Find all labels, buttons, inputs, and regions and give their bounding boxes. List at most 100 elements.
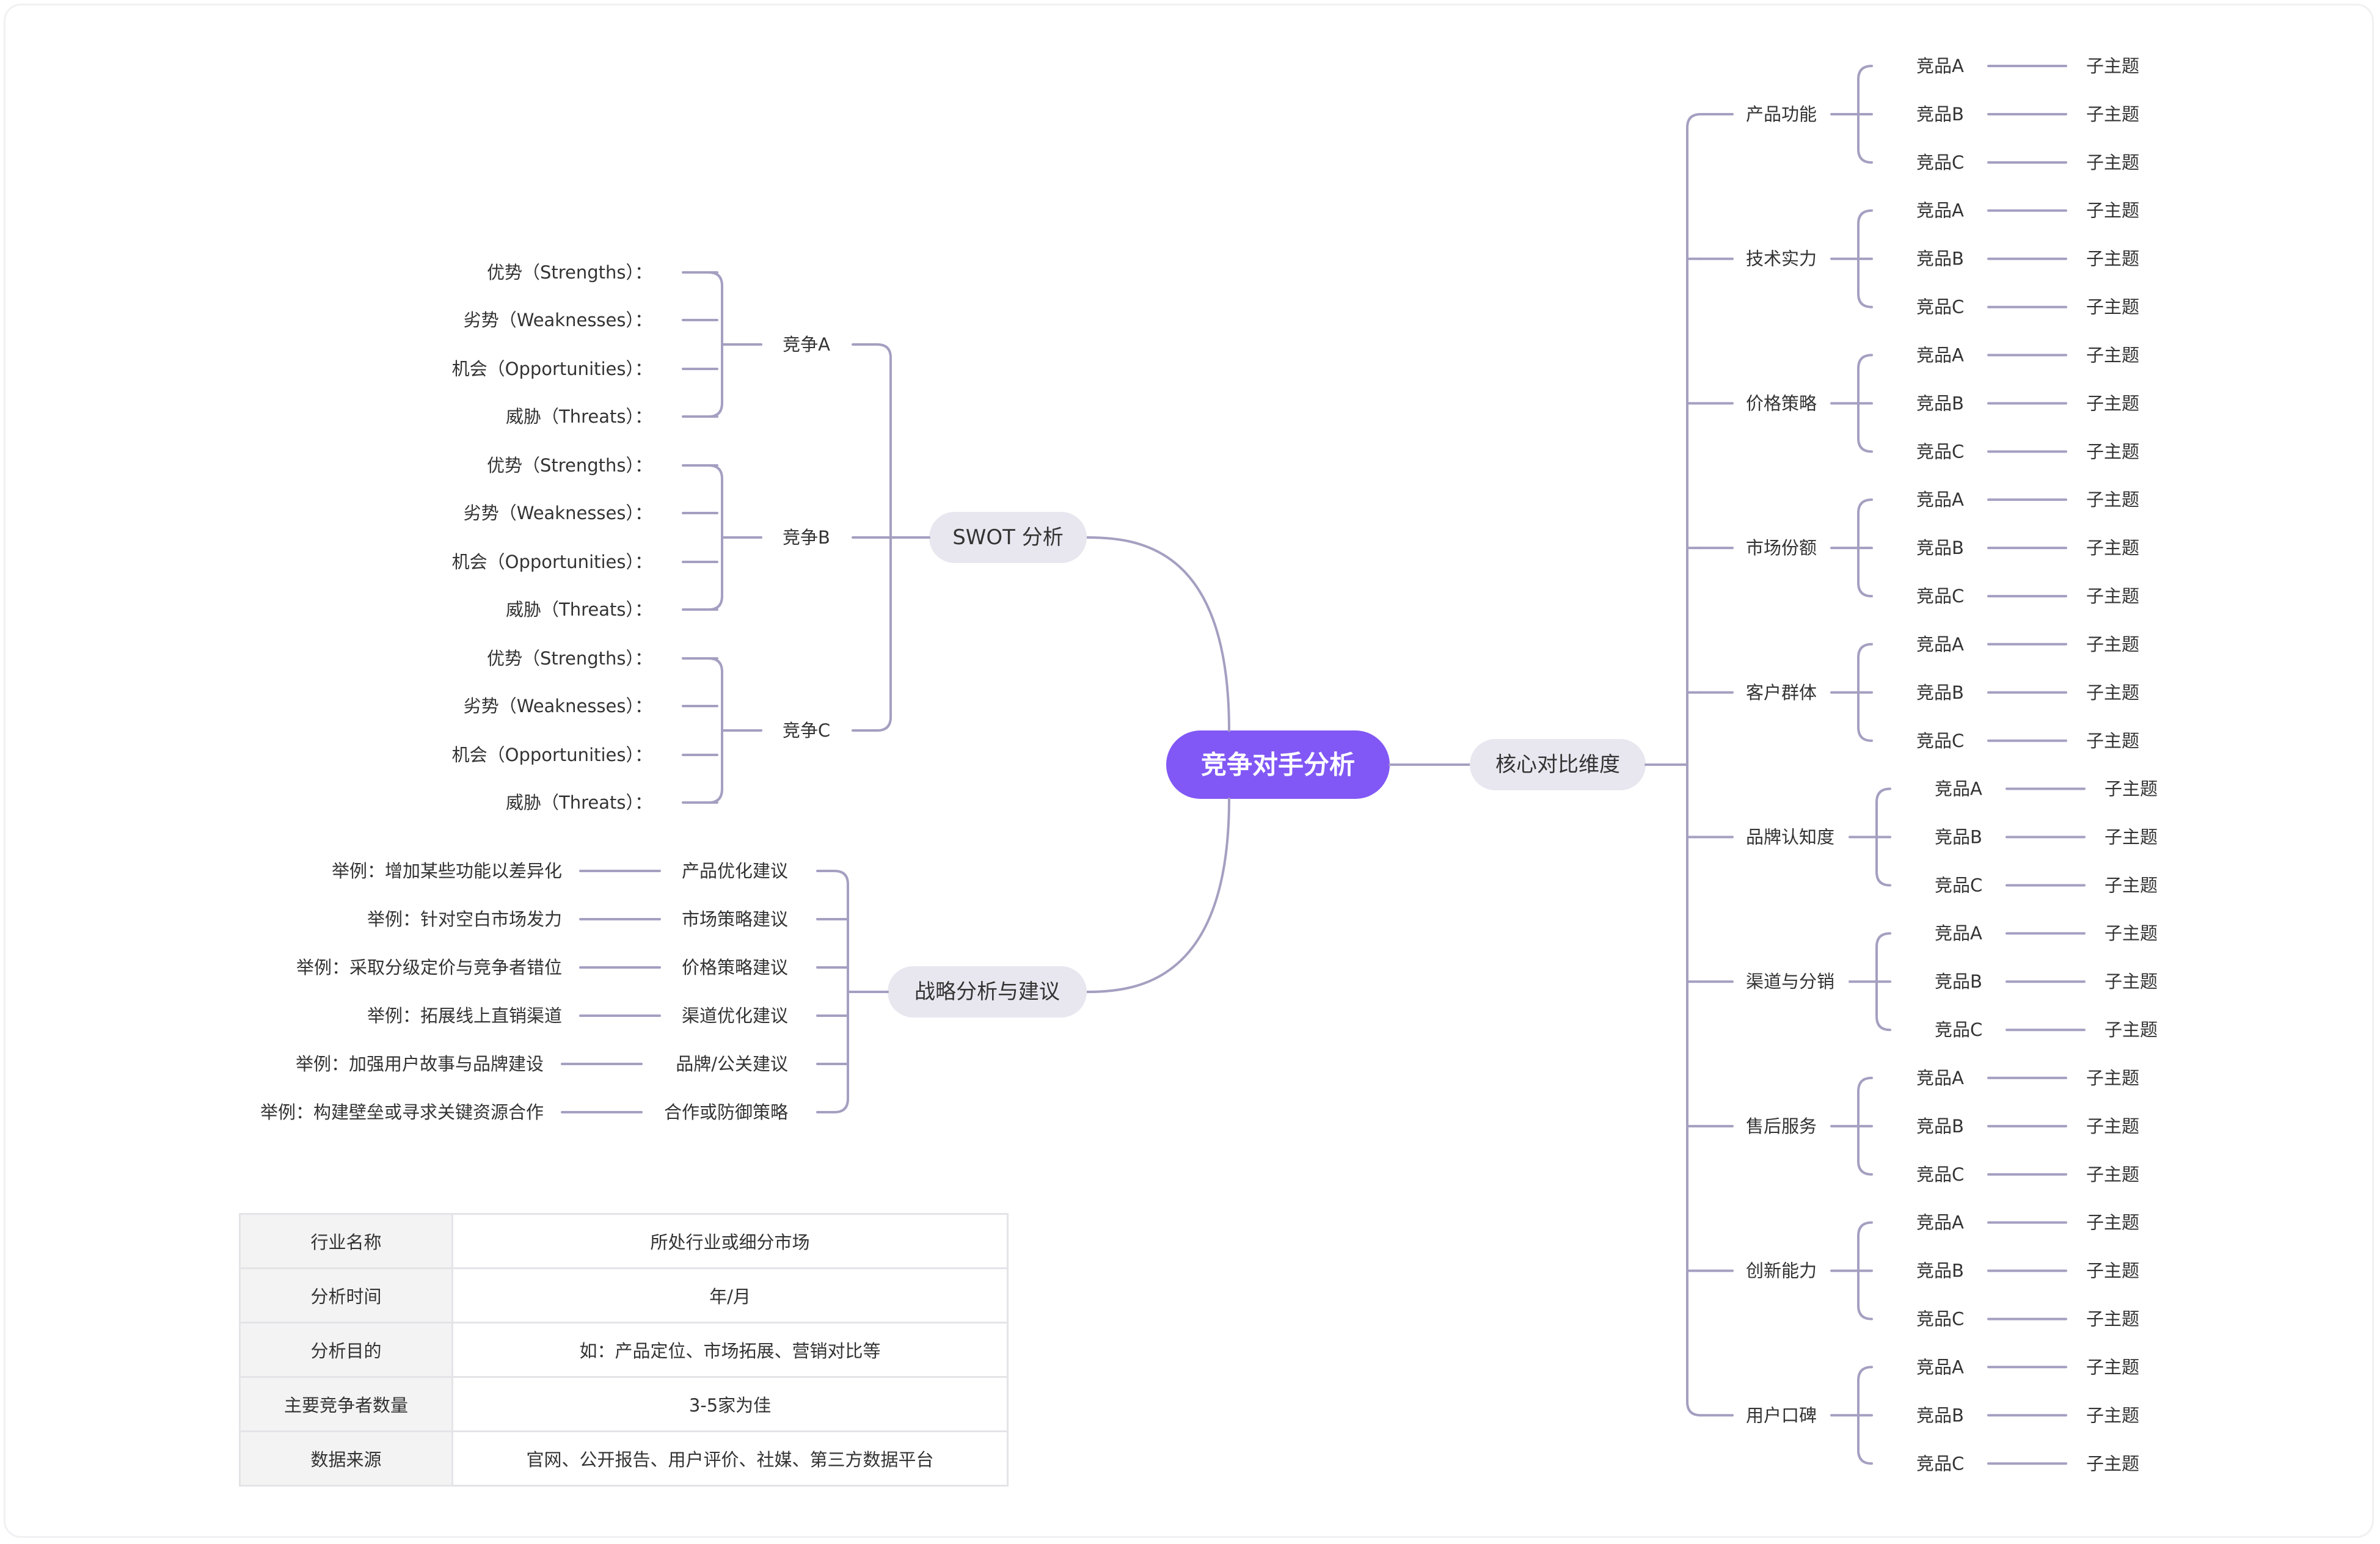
core-dimensions-topic[interactable]: 核心对比维度 [1495,752,1620,777]
swot-item[interactable]: 优势（Strengths）： [487,262,652,283]
strategy-example[interactable]: 举例：拓展线上直销渠道 [367,1005,562,1026]
product-node[interactable]: 竞品A [1916,56,1964,76]
product-node[interactable]: 竞品B [1916,1405,1964,1426]
subtopic-node[interactable]: 子主题 [2104,779,2158,799]
dimension-8[interactable]: 创新能力 [1746,1261,1817,1281]
strategy-example[interactable]: 举例：构建壁垒或寻求关键资源合作 [260,1102,544,1123]
subtopic-node[interactable]: 子主题 [2086,200,2139,221]
product-node[interactable]: 竞品B [1916,537,1964,558]
product-node[interactable]: 竞品C [1935,875,1982,896]
product-node[interactable]: 竞品B [1916,1116,1964,1137]
product-node[interactable]: 竞品C [1916,1453,1964,1474]
competitor-1[interactable]: 竞争B [783,527,830,548]
competitor-2[interactable]: 竞争C [783,720,830,741]
subtopic-node[interactable]: 子主题 [2086,537,2139,558]
swot-item[interactable]: 机会（Opportunities）： [452,359,652,379]
product-node[interactable]: 竞品A [1935,779,1982,799]
product-node[interactable]: 竞品B [1916,1261,1964,1281]
dimension-6[interactable]: 渠道与分销 [1746,971,1834,992]
subtopic-node[interactable]: 子主题 [2104,827,2158,848]
strategy-item-0[interactable]: 产品优化建议 [682,861,788,881]
subtopic-node[interactable]: 子主题 [2086,249,2139,269]
subtopic-node[interactable]: 子主题 [2086,297,2139,318]
product-node[interactable]: 竞品A [1916,344,1964,365]
subtopic-node[interactable]: 子主题 [2086,441,2139,462]
subtopic-node[interactable]: 子主题 [2086,1356,2139,1377]
strategy-example[interactable]: 举例：采取分级定价与竞争者错位 [296,957,562,978]
competitor-0[interactable]: 竞争A [783,334,830,355]
product-node[interactable]: 竞品A [1916,1212,1964,1233]
subtopic-node[interactable]: 子主题 [2086,393,2139,413]
subtopic-node[interactable]: 子主题 [2086,152,2139,173]
swot-item[interactable]: 优势（Strengths）： [487,648,652,669]
subtopic-node[interactable]: 子主题 [2086,1405,2139,1426]
dimension-3[interactable]: 市场份额 [1746,537,1817,558]
subtopic-node[interactable]: 子主题 [2104,971,2158,992]
info-table-value[interactable]: 所处行业或细分市场 [451,1213,1009,1269]
subtopic-node[interactable]: 子主题 [2086,1068,2139,1088]
subtopic-node[interactable]: 子主题 [2086,730,2139,751]
product-node[interactable]: 竞品C [1916,441,1964,462]
subtopic-node[interactable]: 子主题 [2104,1019,2158,1040]
subtopic-node[interactable]: 子主题 [2086,634,2139,655]
info-table-value[interactable]: 年/月 [451,1267,1009,1324]
subtopic-node[interactable]: 子主题 [2086,1116,2139,1137]
strategy-example[interactable]: 举例：加强用户故事与品牌建设 [296,1054,544,1074]
subtopic-node[interactable]: 子主题 [2086,1212,2139,1233]
swot-item[interactable]: 劣势（Weaknesses）： [464,696,652,716]
product-node[interactable]: 竞品A [1916,200,1964,221]
subtopic-node[interactable]: 子主题 [2086,489,2139,510]
strategy-item-2[interactable]: 价格策略建议 [682,957,788,978]
strategy-topic-shape[interactable] [888,966,1087,1018]
info-table-value[interactable]: 3-5家为佳 [451,1376,1009,1432]
product-node[interactable]: 竞品C [1916,152,1964,173]
product-node[interactable]: 竞品B [1935,971,1982,992]
product-node[interactable]: 竞品C [1916,586,1964,606]
subtopic-node[interactable]: 子主题 [2086,1261,2139,1281]
swot-item[interactable]: 机会（Opportunities）： [452,745,652,765]
swot-topic[interactable]: SWOT 分析 [952,525,1064,550]
product-node[interactable]: 竞品C [1935,1019,1982,1040]
dimension-9[interactable]: 用户口碑 [1746,1405,1817,1426]
info-table-value[interactable]: 如：产品定位、市场拓展、营销对比等 [451,1322,1009,1378]
product-node[interactable]: 竞品A [1916,1068,1964,1088]
dimension-0[interactable]: 产品功能 [1746,104,1817,125]
product-node[interactable]: 竞品A [1935,923,1982,944]
product-node[interactable]: 竞品B [1916,249,1964,269]
subtopic-node[interactable]: 子主题 [2086,1453,2139,1474]
dimension-7[interactable]: 售后服务 [1746,1116,1817,1137]
product-node[interactable]: 竞品C [1916,1309,1964,1330]
swot-item[interactable]: 威胁（Threats）： [506,406,652,427]
swot-item[interactable]: 威胁（Threats）： [506,599,652,620]
subtopic-node[interactable]: 子主题 [2086,586,2139,606]
product-node[interactable]: 竞品B [1935,827,1982,848]
strategy-topic[interactable]: 战略分析与建议 [914,980,1060,1004]
subtopic-node[interactable]: 子主题 [2086,1164,2139,1185]
subtopic-node[interactable]: 子主题 [2104,875,2158,896]
product-node[interactable]: 竞品A [1916,489,1964,510]
swot-item[interactable]: 劣势（Weaknesses）： [464,503,652,523]
product-node[interactable]: 竞品C [1916,1164,1964,1185]
strategy-item-5[interactable]: 合作或防御策略 [664,1102,788,1123]
swot-item[interactable]: 优势（Strengths）： [487,455,652,476]
swot-topic-shape[interactable] [929,512,1087,563]
product-node[interactable]: 竞品A [1916,1356,1964,1377]
dimension-1[interactable]: 技术实力 [1746,249,1817,269]
subtopic-node[interactable]: 子主题 [2086,104,2139,125]
swot-item[interactable]: 机会（Opportunities）： [452,552,652,572]
product-node[interactable]: 竞品C [1916,730,1964,751]
dimension-5[interactable]: 品牌认知度 [1746,827,1834,848]
subtopic-node[interactable]: 子主题 [2086,344,2139,365]
swot-item[interactable]: 劣势（Weaknesses）： [464,310,652,330]
product-node[interactable]: 竞品C [1916,297,1964,318]
strategy-item-4[interactable]: 品牌/公关建议 [676,1054,788,1074]
swot-item[interactable]: 威胁（Threats）： [506,792,652,813]
dimension-2[interactable]: 价格策略 [1746,393,1817,413]
info-table-value[interactable]: 官网、公开报告、用户评价、社媒、第三方数据平台 [451,1430,1009,1487]
product-node[interactable]: 竞品A [1916,634,1964,655]
strategy-example[interactable]: 举例：针对空白市场发力 [367,909,562,930]
product-node[interactable]: 竞品B [1916,682,1964,703]
strategy-item-1[interactable]: 市场策略建议 [682,909,788,930]
core-dimensions-topic-shape[interactable] [1470,739,1646,790]
